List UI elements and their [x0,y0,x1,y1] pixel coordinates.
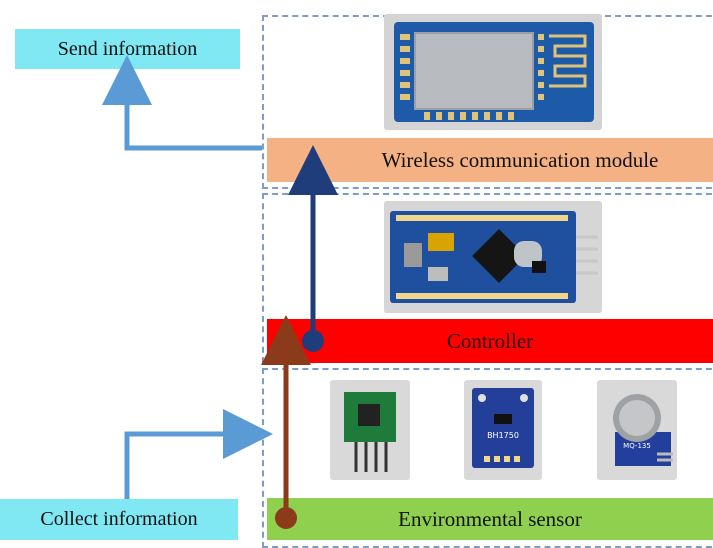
controller-arrow-start-dot [302,330,324,352]
send-information-box: Send information [15,29,240,69]
gas-sensor-photo: MQ-135 [597,380,677,480]
light-sensor-photo: BH1750 [464,380,542,480]
send-arrow [102,55,262,151]
gas-sensor-text: MQ-135 [623,442,651,450]
light-sensor-chip-text: BH1750 [487,431,519,440]
controller-label: Controller [446,328,534,353]
sensor-arrow-start-dot [275,507,297,529]
temperature-humidity-sensor-photo [330,380,410,480]
wireless-module-band: Wireless communication module [267,138,713,182]
wireless-module-label: Wireless communication module [381,147,659,172]
wireless-module-photo [384,14,602,130]
collect-information-box: Collect information [0,499,238,540]
environmental-sensor-band: Environmental sensor [267,498,713,540]
collect-arrow [124,409,273,499]
environmental-sensor-label: Environmental sensor [398,506,582,531]
controller-board-photo [384,201,602,313]
collect-information-label: Collect information [40,508,198,530]
controller-band: Controller [267,319,713,363]
send-information-label: Send information [57,37,198,60]
